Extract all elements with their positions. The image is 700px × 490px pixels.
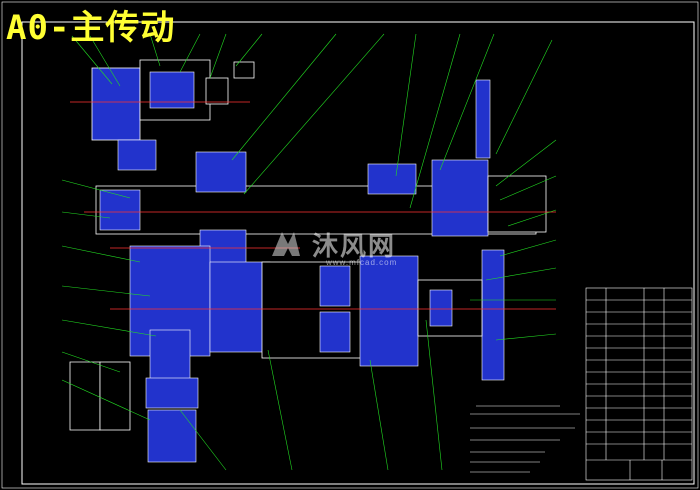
leader-lines	[61, 33, 557, 471]
main-spindle-upper	[95, 151, 547, 265]
drawing-frame	[21, 21, 695, 485]
technical-notes	[470, 405, 580, 473]
lower-gear-stack	[69, 329, 199, 463]
parts-list-table	[585, 287, 693, 481]
centerlines	[70, 101, 556, 310]
watermark-text: 沐风网	[312, 231, 397, 262]
housing-wall-right	[475, 79, 505, 381]
drawing-title: A0-主传动	[6, 8, 176, 48]
watermark: 沐风网 www.mfcad.com	[268, 222, 428, 267]
upper-gear-box	[91, 59, 255, 171]
watermark-logo-icon	[272, 232, 300, 256]
watermark-url: www.mfcad.com	[326, 258, 398, 267]
